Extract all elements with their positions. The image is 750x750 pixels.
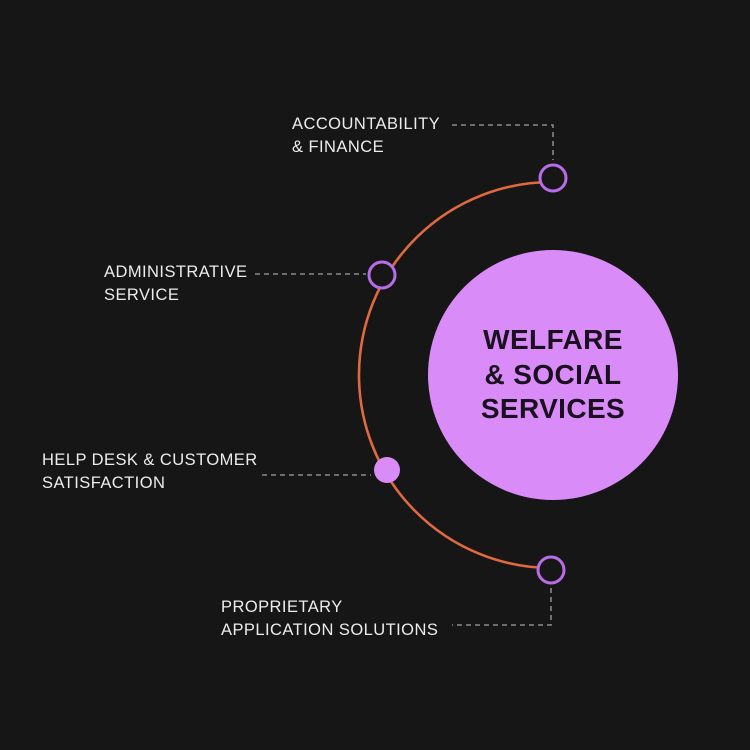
node-label-line: APPLICATION SOLUTIONS xyxy=(221,621,439,640)
node-label-administrative-service: ADMINISTRATIVE SERVICE xyxy=(104,261,248,308)
node-label-line: HELP DESK & CUSTOMER xyxy=(42,451,258,469)
node-marker-accountability-finance[interactable] xyxy=(538,163,568,193)
node-label-line: ADMINISTRATIVE xyxy=(104,263,248,281)
node-label-accountability-finance: ACCOUNTABILITY & FINANCE xyxy=(292,113,440,160)
connector-accountability-finance xyxy=(452,124,554,160)
node-label-help-desk-customer-satisfaction: HELP DESK & CUSTOMER SATISFACTION xyxy=(42,449,258,496)
node-marker-proprietary-application-solutions[interactable] xyxy=(536,555,566,585)
node-label-line: SERVICE xyxy=(104,286,180,305)
connector-proprietary-application-solutions xyxy=(452,588,552,626)
node-label-line: & FINANCE xyxy=(292,138,385,157)
hub-circle xyxy=(428,250,678,500)
node-label-line: PROPRIETARY xyxy=(221,598,343,616)
node-label-line: ACCOUNTABILITY xyxy=(292,115,441,133)
node-label-line: SATISFACTION xyxy=(42,474,166,493)
orange-arc xyxy=(357,180,555,570)
node-marker-help-desk-customer-satisfaction[interactable] xyxy=(374,457,400,483)
node-label-proprietary-application-solutions: PROPRIETARY APPLICATION SOLUTIONS xyxy=(221,596,438,643)
node-marker-administrative-service[interactable] xyxy=(367,260,397,290)
